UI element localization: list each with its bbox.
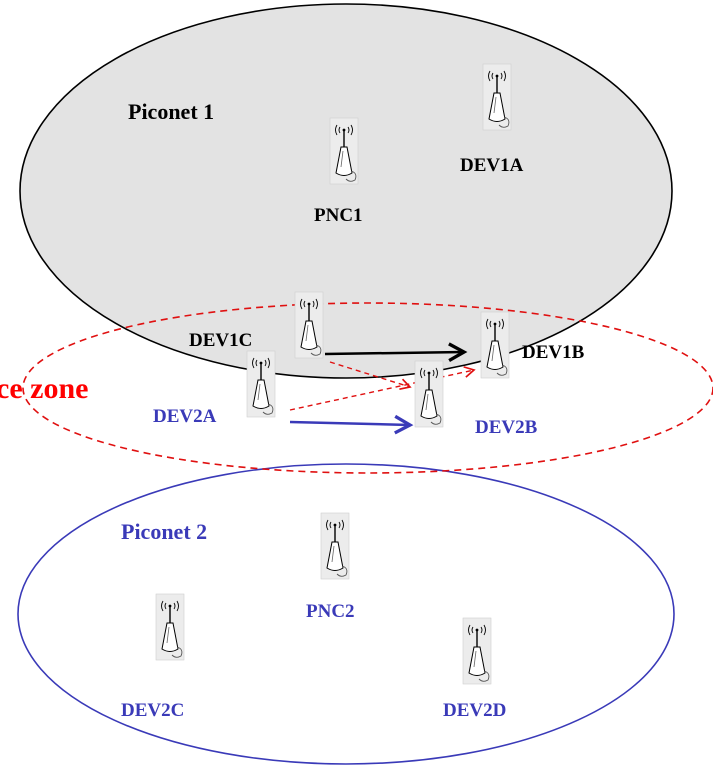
piconet-1-label: Piconet 1	[128, 99, 214, 124]
dev1a-device-icon	[482, 63, 512, 131]
link-dev2a-dev2b	[289, 422, 410, 425]
pnc2-label: PNC2	[306, 601, 355, 622]
pnc1-device-icon	[329, 117, 359, 185]
pnc2-device-icon	[320, 512, 350, 580]
dev2c-label: DEV2C	[121, 700, 184, 721]
pnc1-label: PNC1	[314, 205, 363, 226]
dev2b-device-icon	[414, 360, 444, 428]
dev1a-label: DEV1A	[460, 155, 524, 176]
dev1c-label: DEV1C	[189, 330, 252, 351]
dev2d-label: DEV2D	[443, 700, 506, 721]
link-dev1c-dev1b	[324, 352, 464, 354]
interference-zone-ellipse	[22, 302, 713, 474]
piconet-2-ellipse	[17, 463, 675, 765]
dev2d-device-icon	[462, 617, 492, 685]
piconet-1-ellipse	[19, 3, 673, 379]
dev2c-device-icon	[155, 593, 185, 661]
dev2a-label: DEV2A	[153, 406, 217, 427]
interference-zone-label: ce zone	[0, 372, 88, 405]
interference-dev1c-dev2b	[329, 361, 412, 391]
dev1b-device-icon	[480, 311, 510, 379]
piconet-2-label: Piconet 2	[121, 519, 207, 544]
dev2b-label: DEV2B	[475, 417, 538, 438]
dev2a-device-icon	[246, 350, 276, 418]
dev1c-device-icon	[294, 291, 324, 359]
dev1b-label: DEV1B	[522, 342, 585, 363]
interference-dev2a-dev1b	[289, 366, 476, 411]
